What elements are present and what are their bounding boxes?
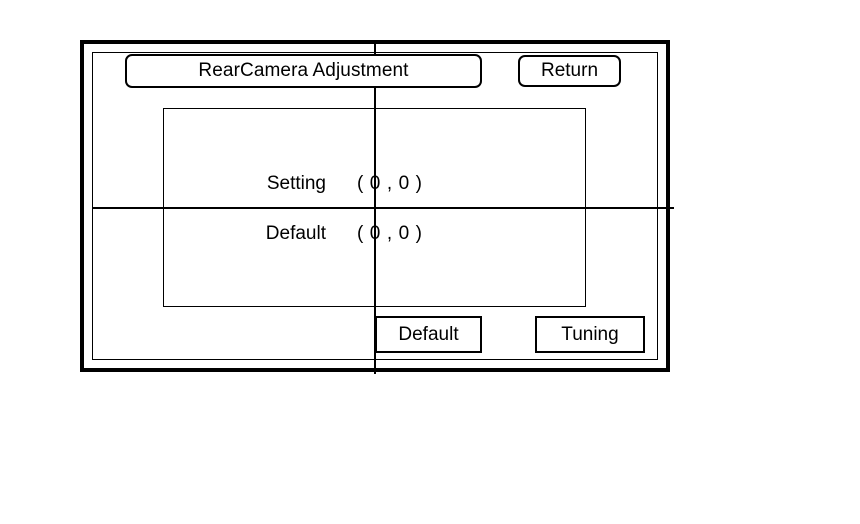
tuning-button[interactable]: Tuning [535,316,645,353]
horizontal-crosshair-line [92,207,674,209]
tuning-button-label: Tuning [561,323,619,345]
default-button-label: Default [398,323,459,345]
table-row-default: Default ( 0 , 0 ) [163,219,423,249]
return-button[interactable]: Return [518,55,621,87]
title-button[interactable]: RearCamera Adjustment [125,54,482,88]
setting-row-value: ( 0 , 0 ) [357,173,423,194]
values-table-box [163,108,586,307]
setting-row-label: Setting [266,173,326,194]
table-row-setting: Setting ( 0 , 0 ) [163,169,423,199]
default-button[interactable]: Default [375,316,482,353]
default-row-value: ( 0 , 0 ) [357,223,423,244]
default-row-label: Default [265,223,326,244]
page-title: RearCamera Adjustment [198,60,409,81]
return-button-label: Return [540,60,599,81]
